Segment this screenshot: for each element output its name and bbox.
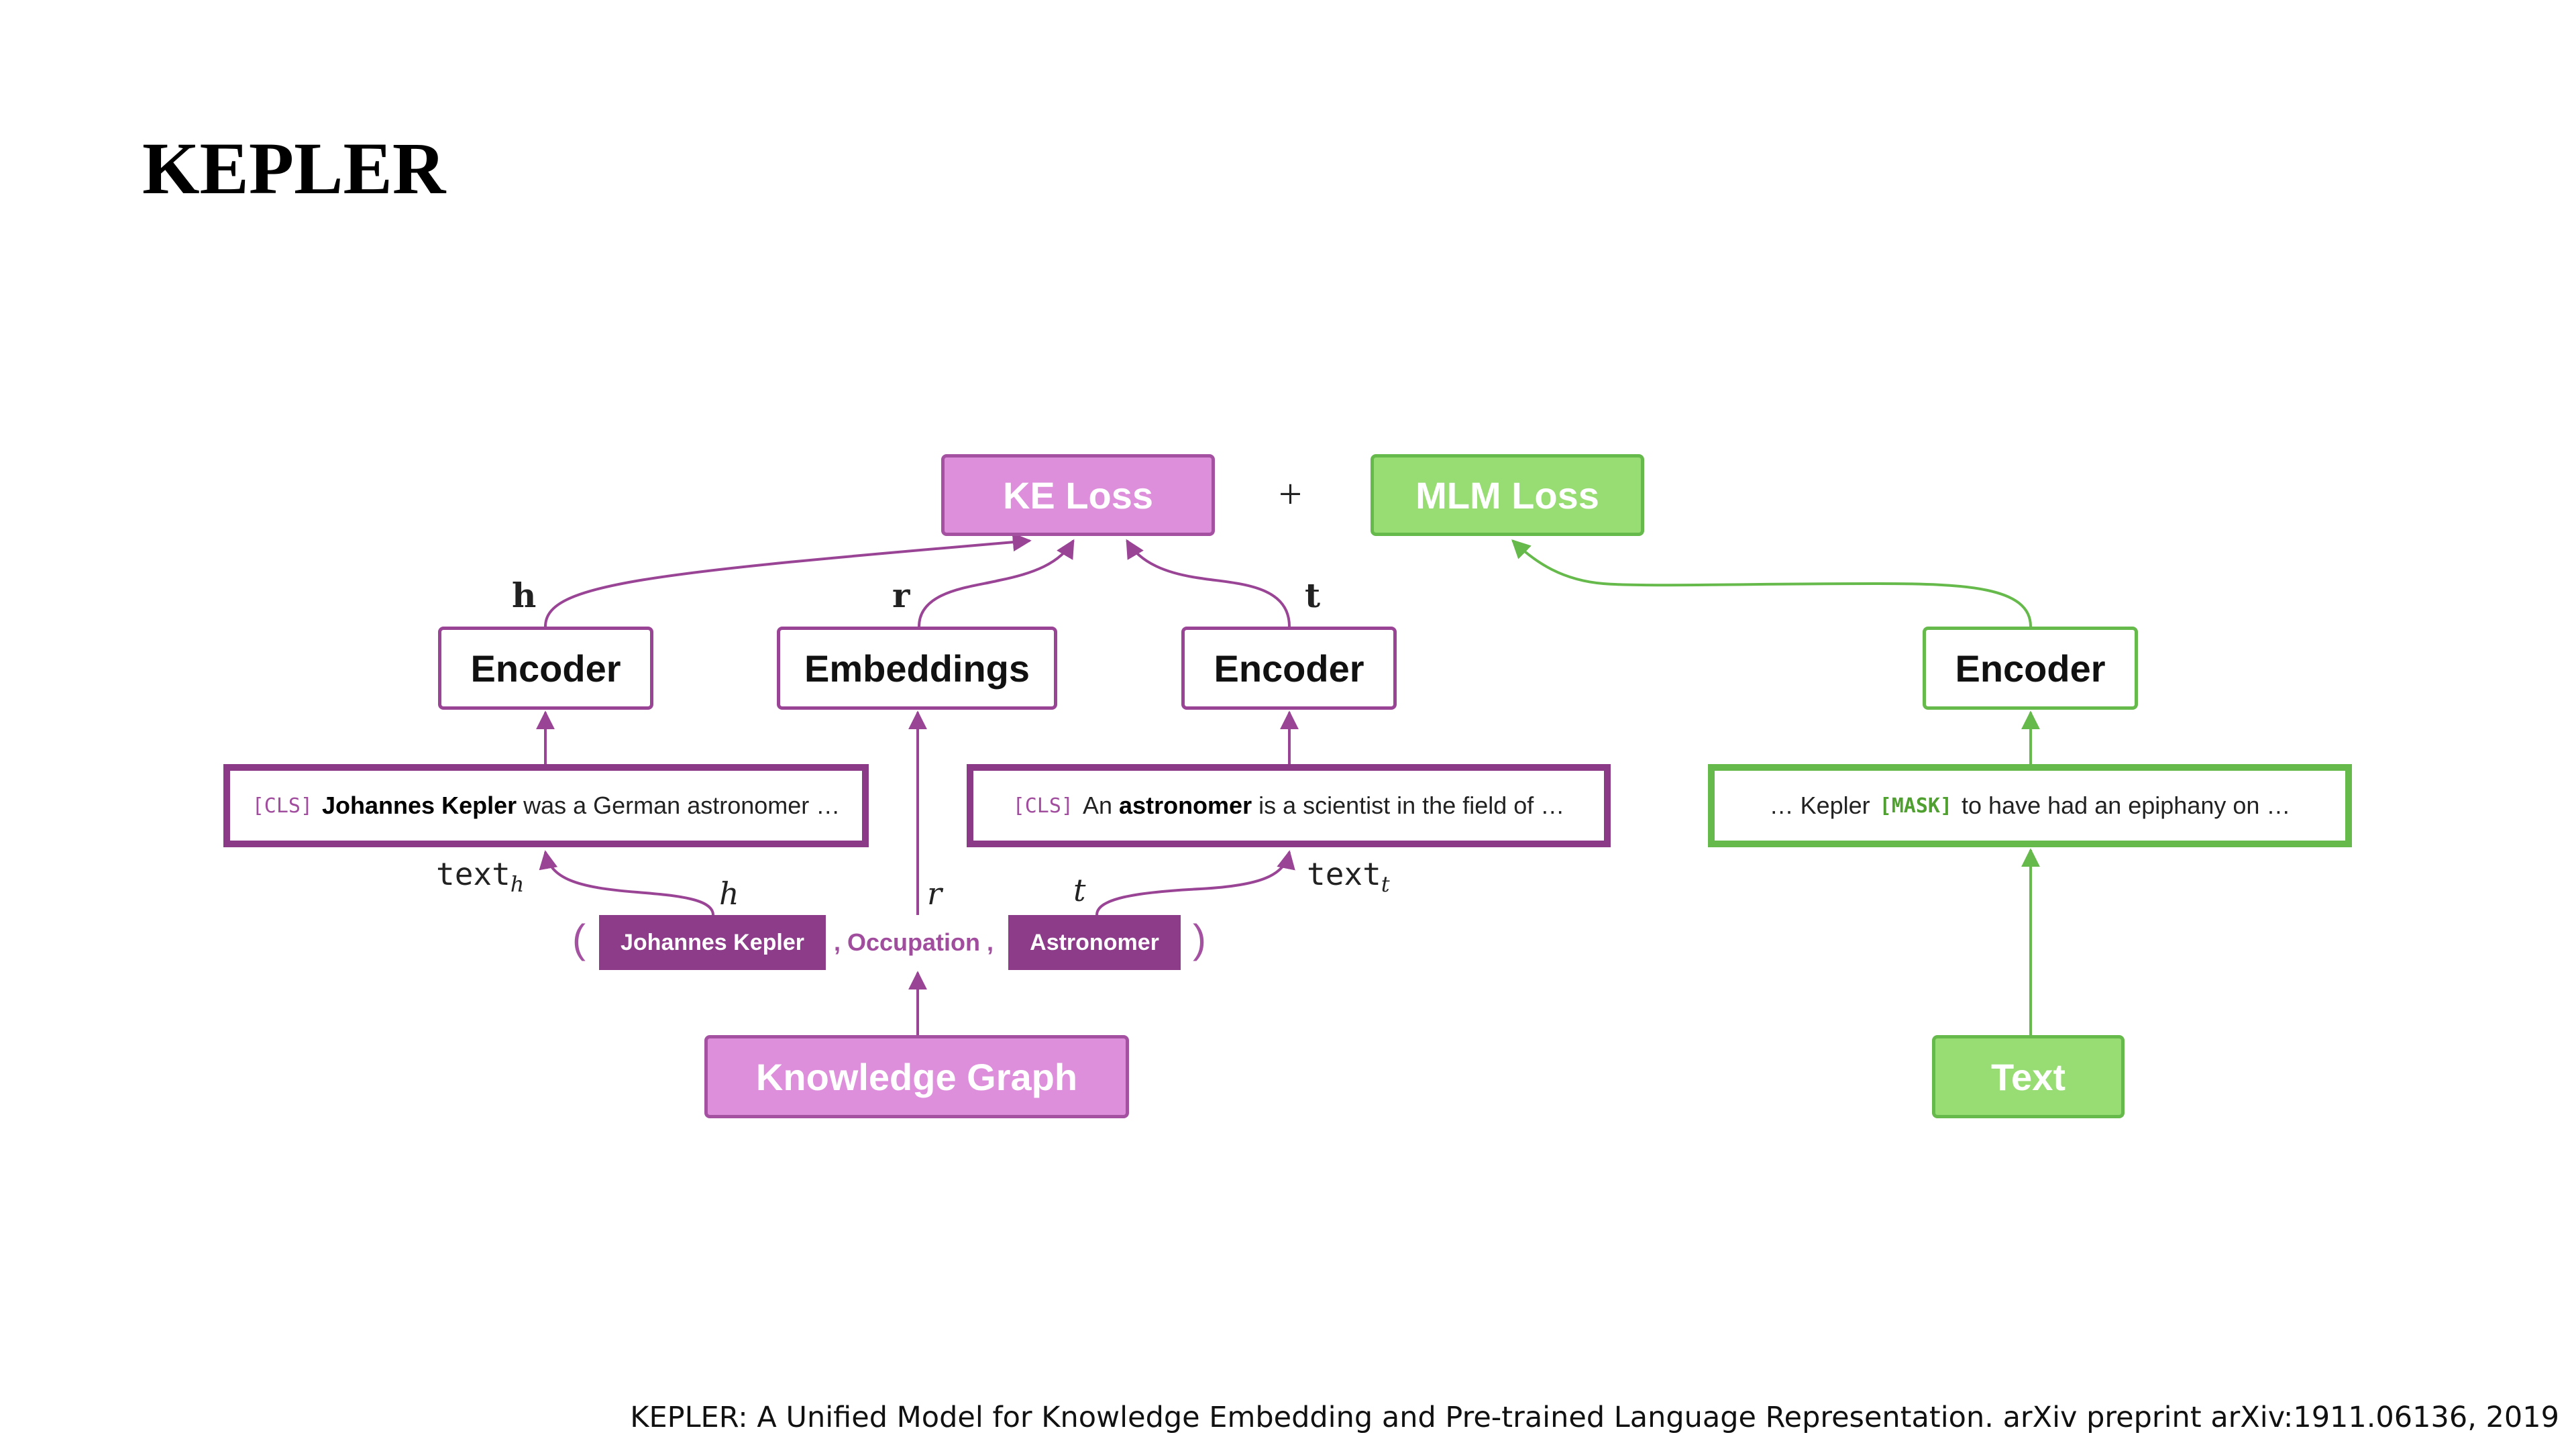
r-to-ke-arrow — [918, 539, 1075, 627]
h-vector-label: h — [512, 576, 537, 615]
relation-label: , Occupation , — [834, 928, 994, 956]
t-to-ke-arrow — [1126, 539, 1291, 627]
masked-text-sentence: … Kepler [MASK] to have had an epiphany … — [1708, 764, 2352, 847]
tail-encoder-box: Encoder — [1181, 627, 1397, 710]
tail-entity-to-text-arrow — [1095, 850, 1295, 916]
plus-sign: + — [1279, 472, 1302, 517]
h-to-ke-arrow — [544, 533, 1032, 627]
r-relation-label: r — [927, 875, 942, 912]
text-encoder-to-mlm-arrow — [1511, 539, 2032, 627]
t-entity-label: t — [1073, 872, 1086, 908]
tail-description-sentence: [CLS] An astronomer is a scientist in th… — [967, 764, 1611, 847]
triple-close-paren: ) — [1193, 916, 1206, 961]
mask-token: [MASK] — [1879, 794, 1953, 818]
h-entity-label: h — [719, 875, 739, 912]
ke-loss-box: KE Loss — [941, 454, 1215, 536]
text-t-label: textt — [1307, 856, 1390, 898]
text-h-label: texth — [436, 856, 525, 898]
head-sentence-rest: was a German astronomer … — [523, 792, 841, 819]
cls-token: [CLS] — [252, 794, 313, 818]
tail-entity-mention: astronomer — [1119, 792, 1252, 819]
tail-entity-node: Astronomer — [1008, 915, 1181, 970]
cls-token: [CLS] — [1012, 794, 1073, 818]
mlm-sentence-prefix: … Kepler — [1769, 792, 1870, 819]
triple-open-paren: ( — [572, 916, 586, 961]
citation-caption: KEPLER: A Unified Model for Knowledge Em… — [630, 1401, 2559, 1434]
tail-sentence-rest: is a scientist in the field of … — [1258, 792, 1565, 819]
head-entity-mention: Johannes Kepler — [322, 792, 517, 819]
text-encoder-box: Encoder — [1923, 627, 2138, 710]
embeddings-box: Embeddings — [777, 627, 1057, 710]
t-vector-label: t — [1305, 576, 1321, 615]
mlm-sentence-rest: to have had an epiphany on … — [1962, 792, 2291, 819]
mlm-loss-box: MLM Loss — [1371, 454, 1644, 536]
r-vector-label: r — [892, 576, 910, 615]
head-entity-node: Johannes Kepler — [599, 915, 826, 970]
tail-sentence-prefix: An — [1082, 792, 1113, 819]
head-entity-to-text-arrow — [539, 850, 714, 916]
text-source-box: Text — [1932, 1035, 2125, 1118]
slide-title: KEPLER — [142, 127, 446, 209]
head-encoder-box: Encoder — [438, 627, 653, 710]
head-description-sentence: [CLS] Johannes Kepler was a German astro… — [223, 764, 869, 847]
knowledge-graph-box: Knowledge Graph — [704, 1035, 1129, 1118]
